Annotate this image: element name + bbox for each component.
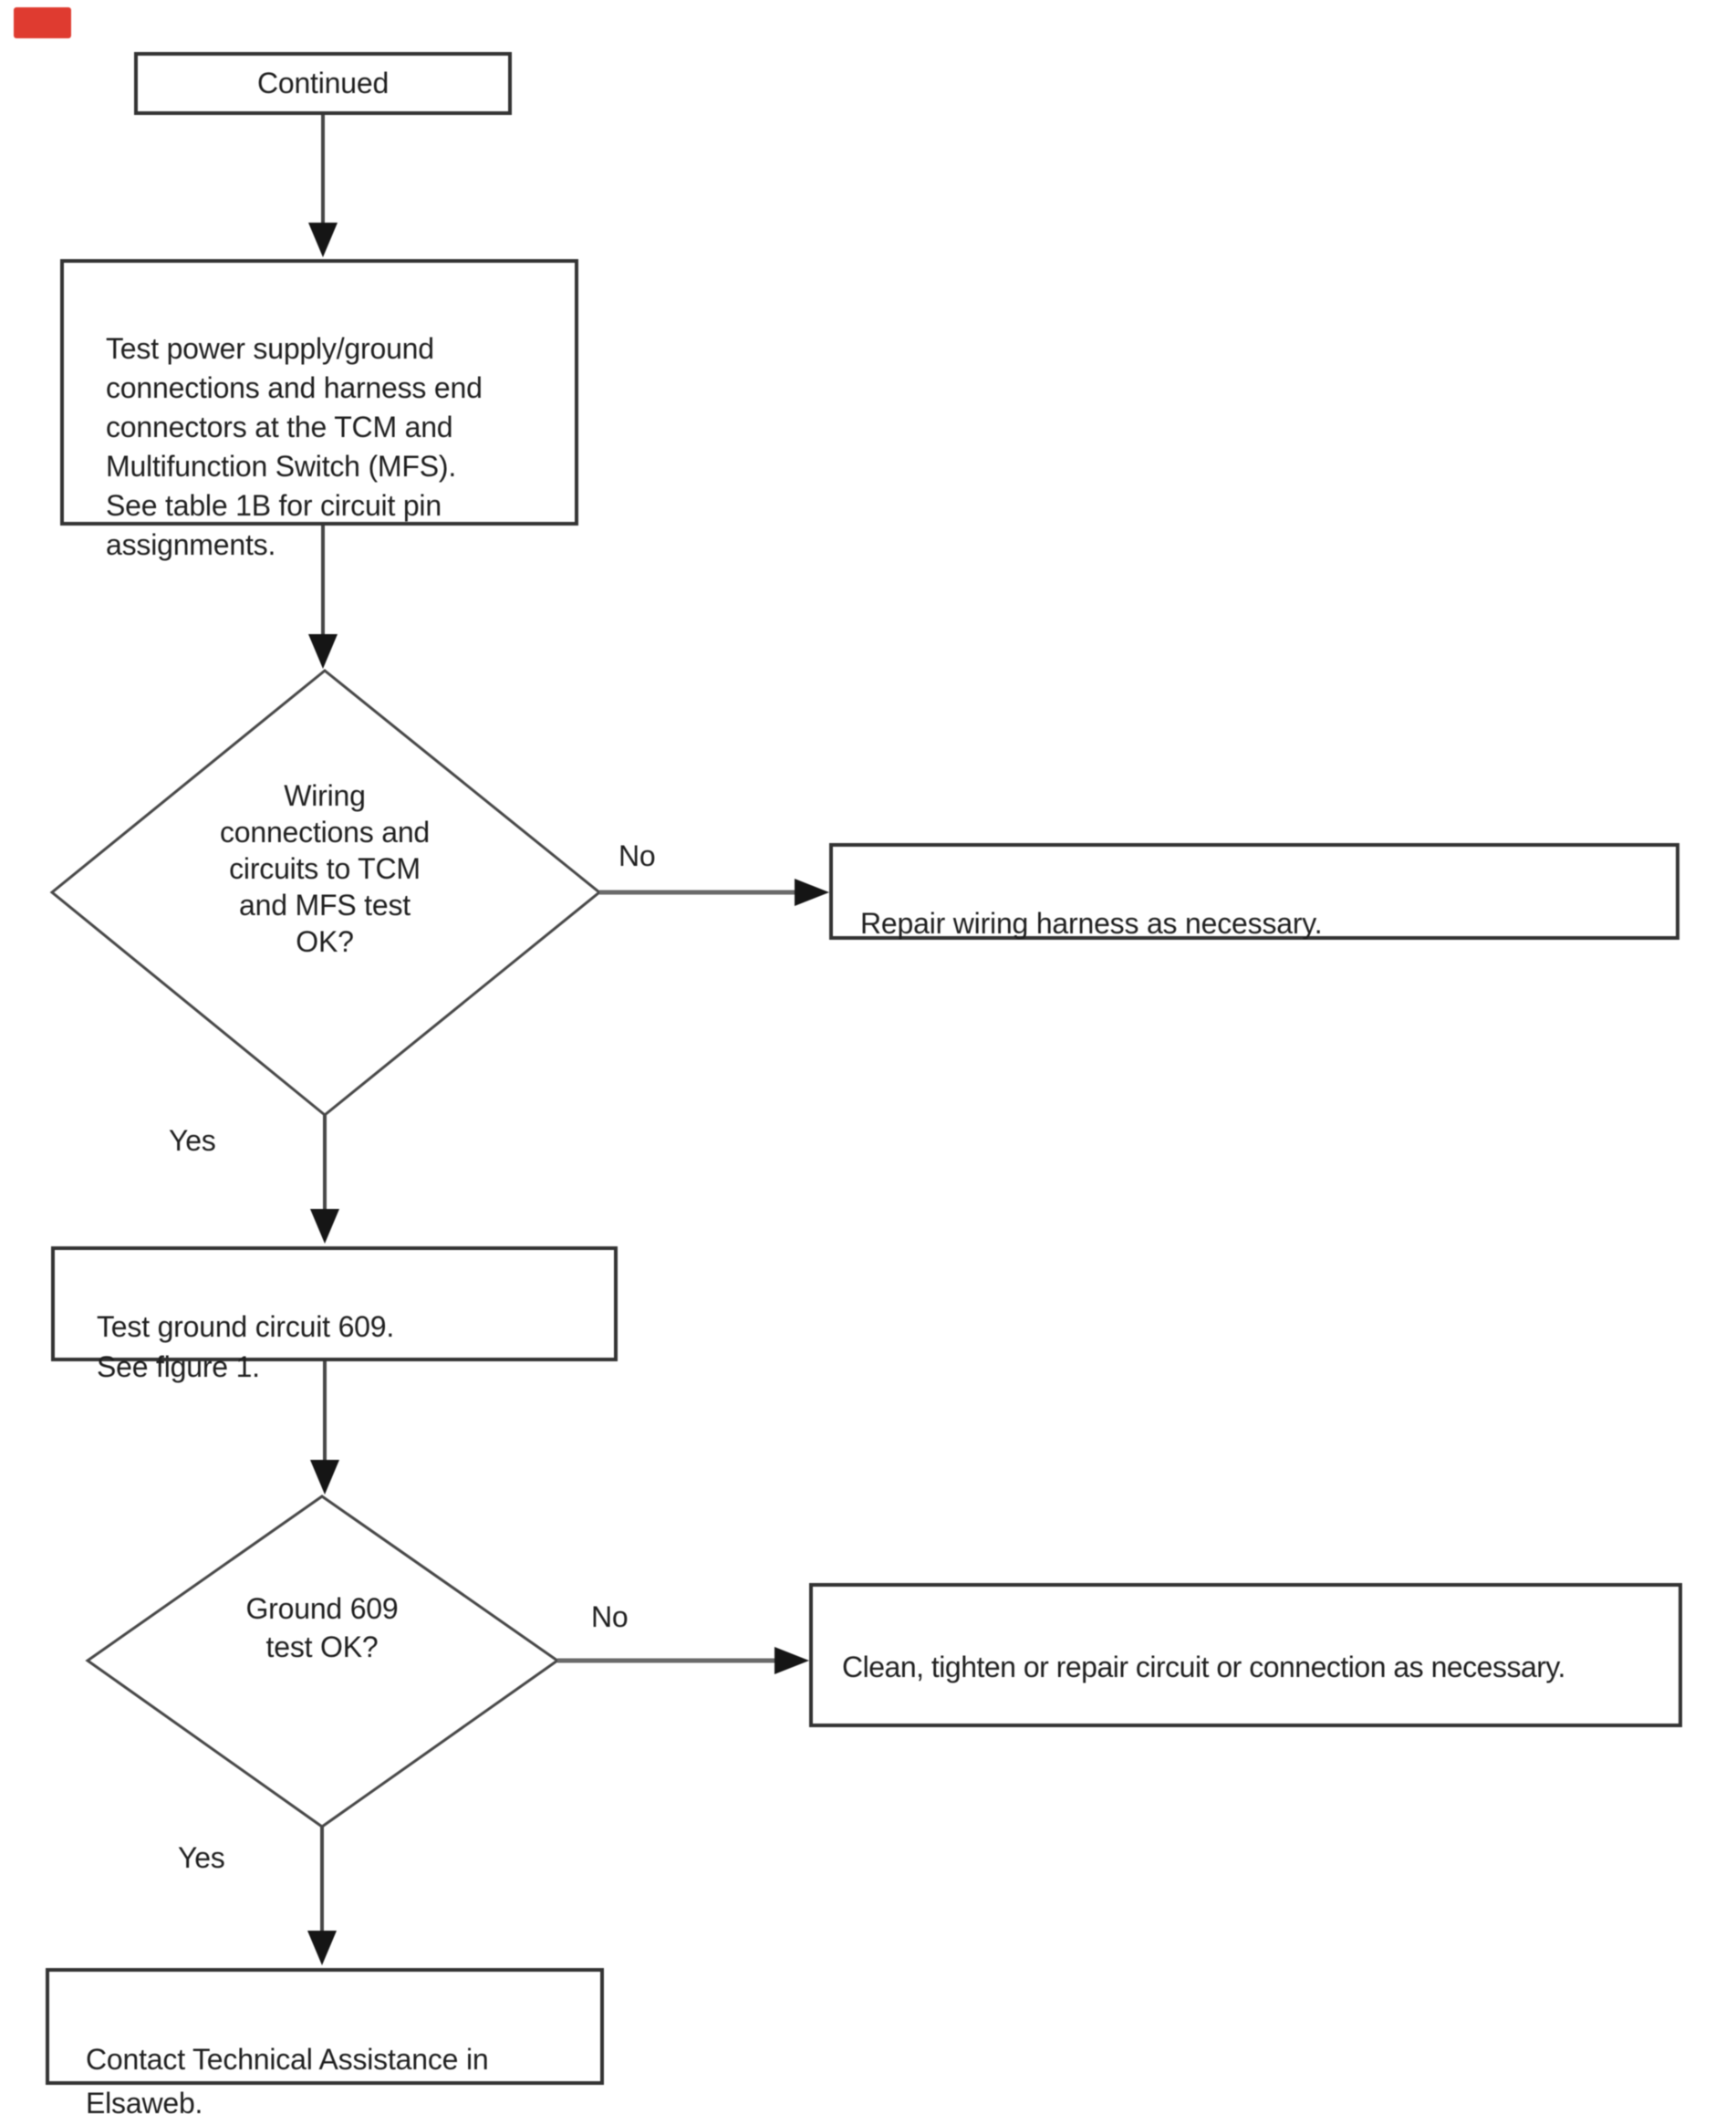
node-test-power: Test power supply/ground connections and… xyxy=(60,259,578,561)
arrowhead-no-to-clean xyxy=(774,1647,809,1674)
arrowhead-testground-to-ground xyxy=(310,1460,339,1495)
arrowhead-testpower-to-wiring xyxy=(308,634,338,669)
node-clean-tighten-text: Clean, tighten or repair circuit or conn… xyxy=(842,1651,1565,1683)
node-continued: Continued xyxy=(134,52,512,115)
node-repair-wiring: Repair wiring harness as necessary. xyxy=(829,843,1679,940)
arrowhead-yes-to-testground xyxy=(310,1209,339,1244)
branch-label-yes-2: Yes xyxy=(178,1841,225,1874)
node-test-power-text: Test power supply/ground connections and… xyxy=(106,332,483,561)
arrowhead-no-to-repair xyxy=(795,879,829,906)
node-repair-wiring-text: Repair wiring harness as necessary. xyxy=(860,907,1323,940)
branch-label-yes-1: Yes xyxy=(169,1124,216,1157)
arrowhead-continued-to-testpower xyxy=(308,223,338,257)
red-annotation-mark xyxy=(14,7,71,38)
node-contact-ta: Contact Technical Assistance in Elsaweb. xyxy=(46,1968,604,2120)
node-continued-label: Continued xyxy=(256,67,390,99)
decision-wiring-text: Wiring connections and circuits to TCM a… xyxy=(219,779,431,958)
node-contact-ta-text: Contact Technical Assistance in Elsaweb. xyxy=(86,2043,489,2120)
decision-ground-text: Ground 609 test OK? xyxy=(245,1592,399,1663)
arrowhead-yes-to-contact xyxy=(307,1931,337,1965)
node-test-ground: Test ground circuit 609. See figure 1. xyxy=(51,1246,618,1383)
node-clean-tighten: Clean, tighten or repair circuit or conn… xyxy=(809,1583,1682,1727)
branch-label-no-2: No xyxy=(591,1600,629,1633)
branch-label-no-1: No xyxy=(619,839,656,872)
node-test-ground-text: Test ground circuit 609. See figure 1. xyxy=(97,1310,395,1383)
